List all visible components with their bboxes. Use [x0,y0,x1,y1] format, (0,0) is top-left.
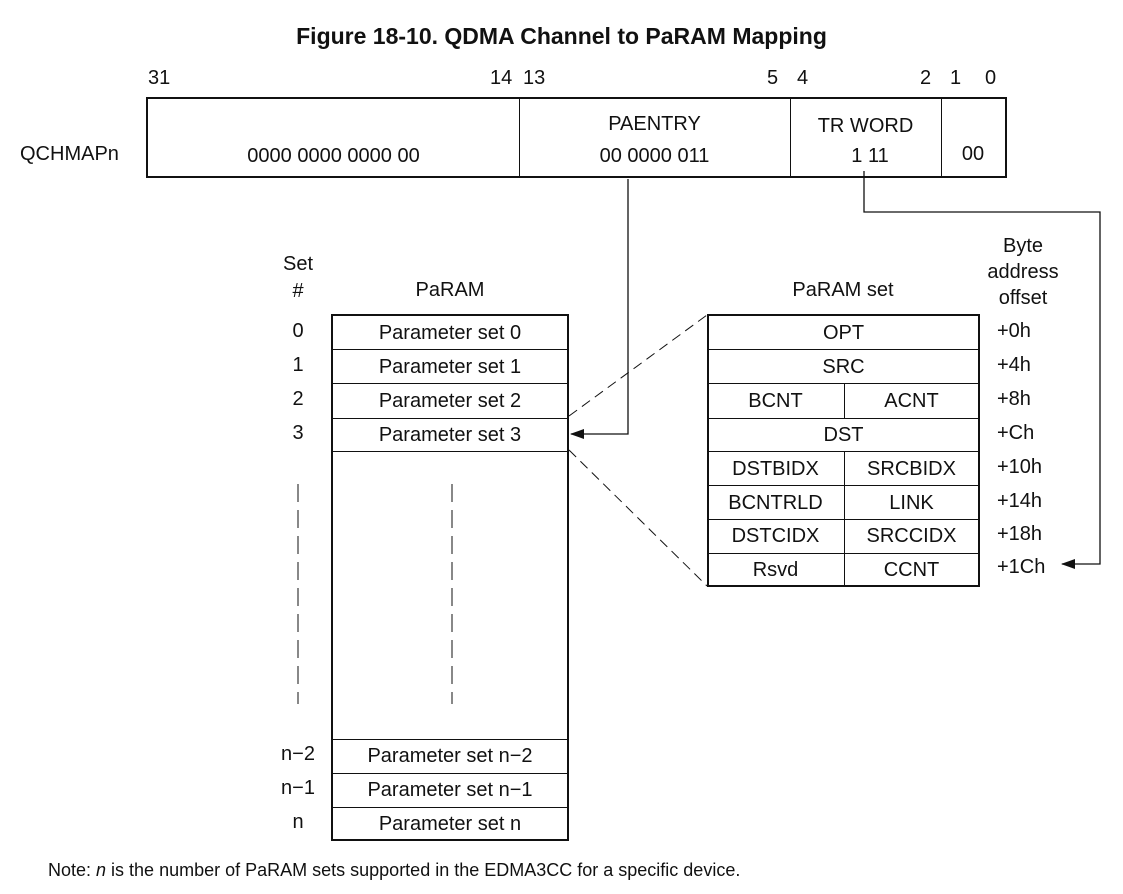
figure-note: Note: n is the number of PaRAM sets supp… [48,860,740,881]
set-number-3: 3 [292,422,304,444]
paentry-field-label: PAENTRY [608,113,701,135]
offset-header-line3: offset [998,287,1048,309]
param-table: Parameter set 0 Parameter set 1 Paramete… [331,314,569,841]
param-set-cell-bcnt: BCNT [748,390,803,412]
param-row-n-minus-2: Parameter set n−2 [367,745,533,767]
param-set-cell-dst: DST [823,424,864,446]
param-set-cell-rsvd: Rsvd [752,559,799,581]
offset-ch: +Ch [997,422,1035,444]
field-divider [790,99,791,176]
low-bits-field-value: 00 [961,143,985,165]
paentry-field-value: 00 0000 011 [599,145,710,167]
set-number-1: 1 [292,354,304,376]
param-row-n: Parameter set n [378,813,522,835]
row-divider [333,383,567,384]
row-divider [709,383,978,384]
param-set-cell-bcntrld: BCNTRLD [728,492,823,514]
set-number-header-hash: # [292,280,304,302]
reserved-field-value: 0000 0000 0000 00 [247,145,420,167]
param-set-header: PaRAM set [792,279,894,301]
row-divider [709,553,978,554]
param-set-table: OPT SRC BCNT ACNT DST DSTBIDX SRCBIDX BC… [707,314,980,587]
offset-4h: +4h [997,354,1031,376]
bit-label-4: 4 [797,67,809,89]
register-box: 0000 0000 0000 00 PAENTRY 00 0000 011 TR… [146,97,1007,178]
note-text: is the number of PaRAM sets supported in… [106,860,741,880]
row-divider [709,485,978,486]
zoom-dashed-line-top [568,314,708,417]
set-number-n-minus-2: n−2 [281,743,315,765]
column-divider [844,451,845,585]
set-number-n: n [292,811,304,833]
bit-label-5: 5 [767,67,779,89]
param-row-0: Parameter set 0 [378,322,522,344]
param-set-cell-link: LINK [889,492,934,514]
param-set-cell-srcbidx: SRCBIDX [867,458,956,480]
trword-field-label: TR WORD [817,115,914,137]
param-set-cell-opt: OPT [822,322,865,344]
param-row-1: Parameter set 1 [378,356,522,378]
trword-field-value: 1 11 [851,145,889,167]
bit-label-0: 0 [985,67,997,89]
set-number-2: 2 [292,388,304,410]
set-number-n-minus-1: n−1 [281,777,315,799]
row-divider [333,773,567,774]
note-variable: n [96,860,107,880]
offset-header-line2: address [987,261,1059,283]
param-set-cell-srccidx: SRCCIDX [866,525,957,547]
bit-label-1: 1 [950,67,962,89]
field-divider [941,99,942,176]
row-divider [709,519,978,520]
offset-header-line1: Byte [1002,235,1044,257]
row-divider [709,349,978,350]
column-divider [844,383,845,418]
offset-1ch: +1Ch [997,556,1046,578]
set-number-0: 0 [292,320,304,342]
offset-0h: +0h [997,320,1031,342]
row-divider [333,739,567,740]
note-prefix: Note: [48,860,97,880]
row-divider [333,451,567,452]
param-set-cell-acnt: ACNT [884,390,939,412]
param-table-header: PaRAM [415,279,485,301]
param-set-cell-ccnt: CCNT [883,559,940,581]
register-name: QCHMAPn [20,143,119,165]
zoom-dashed-line-bottom [568,449,708,587]
param-row-n-minus-1: Parameter set n−1 [367,779,533,801]
row-divider [709,451,978,452]
param-set-cell-dstbidx: DSTBIDX [732,458,819,480]
figure-title: Figure 18-10. QDMA Channel to PaRAM Mapp… [296,23,827,49]
trword-connector-arrow [863,171,1101,569]
bit-label-14: 14 [490,67,513,89]
bit-label-13: 13 [523,67,546,89]
offset-14h: +14h [997,490,1043,512]
bit-label-31: 31 [148,67,171,89]
offset-10h: +10h [997,456,1043,478]
row-divider [333,418,567,419]
param-set-cell-src: SRC [822,356,865,378]
row-divider [333,349,567,350]
offset-18h: +18h [997,523,1043,545]
param-row-2: Parameter set 2 [378,390,522,412]
param-set-cell-dstcidx: DSTCIDX [731,525,820,547]
param-row-3: Parameter set 3 [378,424,522,446]
paentry-connector-arrow [570,179,629,439]
field-divider [519,99,520,176]
row-divider [709,418,978,419]
offset-8h: +8h [997,388,1031,410]
row-divider [333,807,567,808]
bit-label-2: 2 [920,67,932,89]
set-number-header: Set [282,253,314,275]
